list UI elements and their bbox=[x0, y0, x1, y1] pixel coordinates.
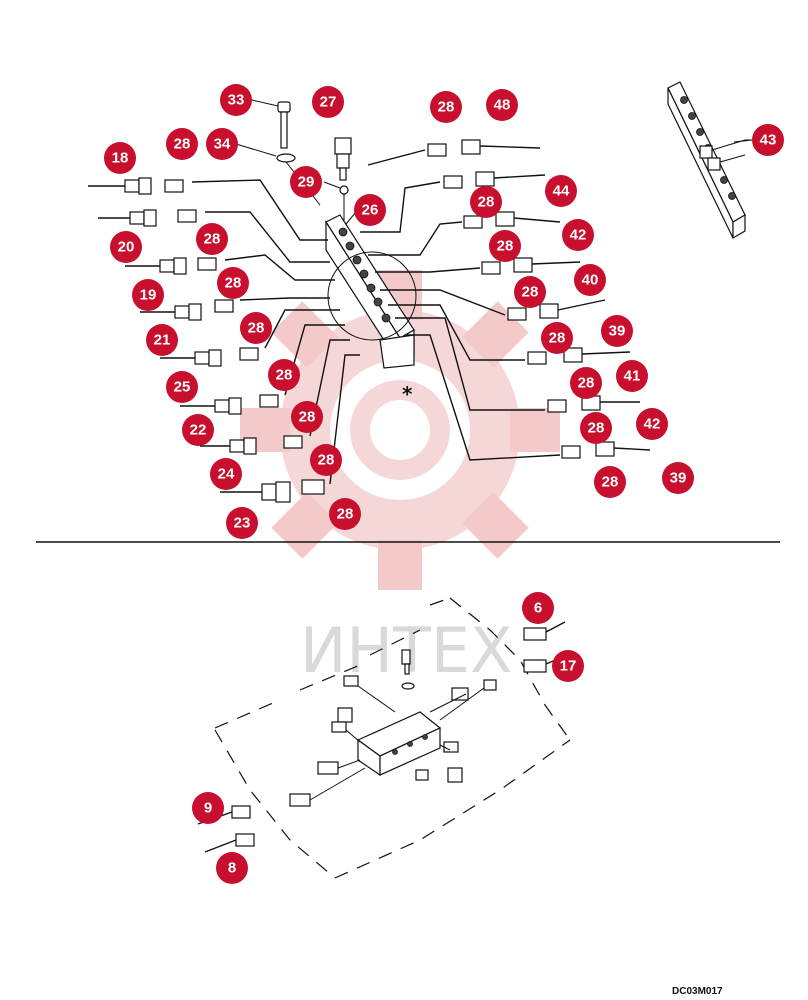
callout-badge: 28 bbox=[268, 359, 300, 391]
callout-badge: 24 bbox=[210, 458, 242, 490]
callout-badge: 29 bbox=[290, 166, 322, 198]
callout-badge: 28 bbox=[196, 223, 228, 255]
svg-text:28: 28 bbox=[248, 320, 265, 337]
callout-badge: 33 bbox=[220, 84, 252, 116]
svg-text:27: 27 bbox=[320, 94, 337, 111]
callout-badge: 42 bbox=[562, 219, 594, 251]
callout-badge: 28 bbox=[166, 128, 198, 160]
svg-text:28: 28 bbox=[602, 474, 619, 491]
callout-badge: 28 bbox=[489, 230, 521, 262]
svg-text:39: 39 bbox=[609, 323, 626, 340]
svg-text:28: 28 bbox=[522, 284, 539, 301]
svg-text:28: 28 bbox=[204, 231, 221, 248]
svg-text:28: 28 bbox=[497, 238, 514, 255]
callout-badge: 26 bbox=[354, 194, 386, 226]
svg-text:22: 22 bbox=[190, 422, 207, 439]
svg-text:23: 23 bbox=[234, 515, 251, 532]
svg-text:28: 28 bbox=[578, 375, 595, 392]
callout-badge: 43 bbox=[752, 124, 784, 156]
left-hoses bbox=[88, 177, 360, 503]
drawing-code: DC03M017 bbox=[672, 986, 723, 997]
callout-badge: 21 bbox=[146, 324, 178, 356]
callout-badge: 28 bbox=[217, 267, 249, 299]
lower-assembly bbox=[197, 597, 571, 879]
svg-text:43: 43 bbox=[760, 132, 777, 149]
callout-badge: 41 bbox=[616, 360, 648, 392]
svg-text:42: 42 bbox=[570, 227, 587, 244]
svg-text:40: 40 bbox=[582, 272, 599, 289]
callout-badge: 18 bbox=[104, 142, 136, 174]
callout-badge: 28 bbox=[514, 276, 546, 308]
callout-badge: 28 bbox=[310, 444, 342, 476]
svg-text:28: 28 bbox=[588, 420, 605, 437]
svg-text:28: 28 bbox=[299, 409, 316, 426]
svg-text:28: 28 bbox=[478, 194, 495, 211]
callout-badge: 34 bbox=[206, 128, 238, 160]
svg-text:28: 28 bbox=[549, 330, 566, 347]
svg-text:25: 25 bbox=[174, 379, 191, 396]
callout-badge: 17 bbox=[552, 650, 584, 682]
svg-text:19: 19 bbox=[140, 287, 157, 304]
callout-badge: 28 bbox=[541, 322, 573, 354]
svg-text:41: 41 bbox=[624, 368, 641, 385]
callout-badge: 44 bbox=[545, 175, 577, 207]
svg-text:26: 26 bbox=[362, 202, 379, 219]
svg-text:29: 29 bbox=[298, 174, 315, 191]
callout-badge: 9 bbox=[192, 792, 224, 824]
svg-text:28: 28 bbox=[438, 99, 455, 116]
svg-text:18: 18 bbox=[112, 150, 129, 167]
svg-text:28: 28 bbox=[276, 367, 293, 384]
callouts-lower: 6 17 9 8 bbox=[192, 592, 584, 884]
callout-badge: 25 bbox=[166, 371, 198, 403]
svg-text:28: 28 bbox=[337, 506, 354, 523]
callout-badge: 28 bbox=[580, 412, 612, 444]
callout-badge: 28 bbox=[430, 91, 462, 123]
callout-badge: 39 bbox=[662, 462, 694, 494]
svg-text:44: 44 bbox=[553, 183, 570, 200]
callout-badge: 48 bbox=[486, 89, 518, 121]
svg-text:42: 42 bbox=[644, 416, 661, 433]
callout-badge: 28 bbox=[594, 466, 626, 498]
svg-text:48: 48 bbox=[494, 97, 511, 114]
svg-text:8: 8 bbox=[228, 860, 236, 877]
callout-badge: 28 bbox=[240, 312, 272, 344]
asterisk-marker: * bbox=[402, 382, 413, 406]
callout-badge: 28 bbox=[570, 367, 602, 399]
callout-badge: 42 bbox=[636, 408, 668, 440]
callouts-upper: 33 27 28 48 34 29 43 18 28 26 28 44 20 2… bbox=[104, 84, 784, 539]
callout-badge: 28 bbox=[291, 401, 323, 433]
callout-badge: 27 bbox=[312, 86, 344, 118]
callout-badge: 39 bbox=[601, 315, 633, 347]
callout-badge: 8 bbox=[216, 852, 248, 884]
callout-badge: 40 bbox=[574, 264, 606, 296]
svg-text:17: 17 bbox=[560, 658, 577, 675]
inset-manifold-block bbox=[667, 81, 752, 240]
callout-badge: 6 bbox=[522, 592, 554, 624]
callout-badge: 28 bbox=[329, 498, 361, 530]
callout-badge: 23 bbox=[226, 507, 258, 539]
svg-text:24: 24 bbox=[218, 466, 235, 483]
svg-text:20: 20 bbox=[118, 239, 135, 256]
callout-badge: 22 bbox=[182, 414, 214, 446]
svg-text:33: 33 bbox=[228, 92, 245, 109]
callout-badge: 20 bbox=[110, 231, 142, 263]
svg-text:28: 28 bbox=[174, 136, 191, 153]
svg-text:21: 21 bbox=[154, 332, 171, 349]
svg-text:28: 28 bbox=[318, 452, 335, 469]
svg-text:6: 6 bbox=[534, 600, 542, 617]
valve-part bbox=[334, 137, 352, 222]
upper-manifold-block bbox=[325, 214, 417, 369]
svg-text:9: 9 bbox=[204, 800, 212, 817]
right-hoses bbox=[360, 139, 651, 461]
svg-text:34: 34 bbox=[214, 136, 231, 153]
leader-lines bbox=[235, 99, 753, 225]
svg-text:28: 28 bbox=[225, 275, 242, 292]
callout-badge: 28 bbox=[470, 186, 502, 218]
svg-text:39: 39 bbox=[670, 470, 687, 487]
callout-badge: 19 bbox=[132, 279, 164, 311]
